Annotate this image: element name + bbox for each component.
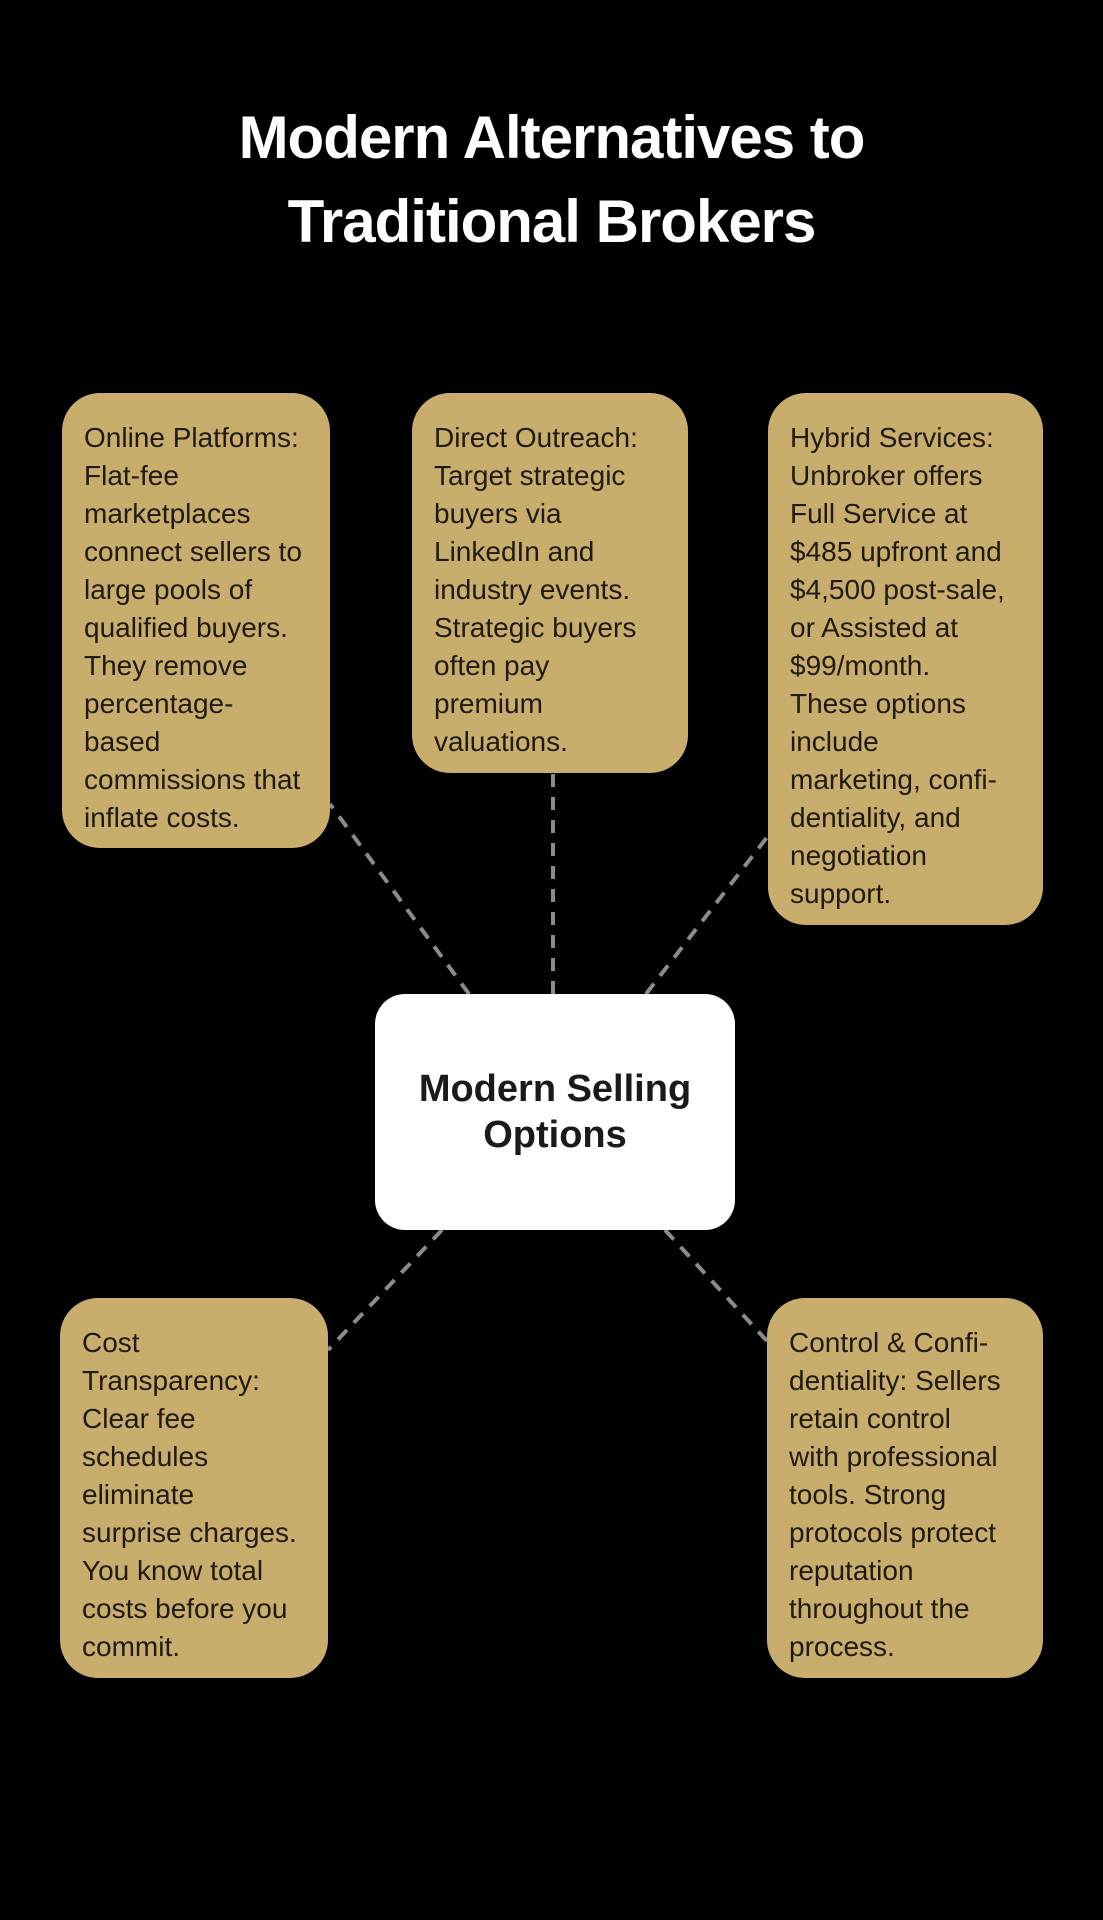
node-direct-outreach: Direct Outreach: Target strategic buyers… bbox=[412, 393, 688, 773]
center-node-modern-selling-options: Modern Selling Options bbox=[375, 994, 735, 1230]
connector-line-online-platforms bbox=[328, 802, 471, 996]
node-cost-transparency: Cost Transparency: Clear fee schedules e… bbox=[60, 1298, 328, 1678]
node-control-confidentiality: Control & Confi- dentiality: Sellers ret… bbox=[767, 1298, 1043, 1678]
node-online-platforms: Online Platforms: Flat-fee marketplaces … bbox=[62, 393, 330, 848]
connector-line-cost-transparency bbox=[326, 1228, 444, 1352]
page-title: Modern Alternatives to Traditional Broke… bbox=[238, 104, 866, 255]
connector-line-control-confidentiality bbox=[663, 1228, 769, 1343]
connector-line-hybrid-services bbox=[644, 834, 770, 996]
node-hybrid-services: Hybrid Services: Unbroker offers Full Se… bbox=[768, 393, 1043, 925]
